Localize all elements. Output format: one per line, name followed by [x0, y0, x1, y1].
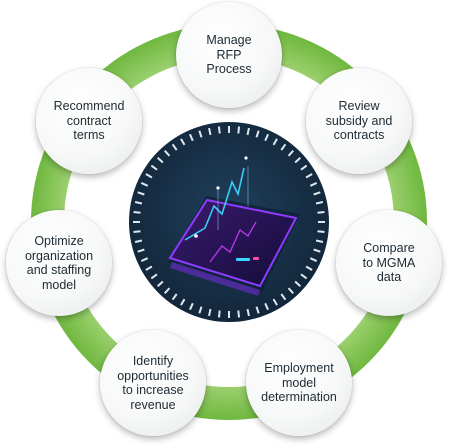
tick-mark [309, 182, 318, 187]
tick-mark [134, 239, 143, 243]
tick-mark [287, 287, 294, 295]
tick-mark [309, 257, 318, 262]
tick-mark [180, 298, 186, 306]
tick-mark [217, 310, 221, 318]
step-compare-mgma: Compare to MGMA data [336, 210, 442, 316]
tick-mark [156, 157, 164, 164]
tick-mark [237, 310, 241, 318]
step-review-subsidy: Review subsidy and contracts [306, 68, 412, 174]
step-manage-rfp-process: Manage RFP Process [176, 2, 282, 108]
tick-mark [145, 173, 153, 179]
glowing-tablet-chart-icon [168, 156, 300, 296]
tick-mark [164, 287, 171, 295]
tick-mark [317, 210, 325, 214]
tick-mark [300, 164, 308, 171]
tick-mark [145, 265, 153, 271]
tick-mark [315, 201, 324, 205]
tick-mark [287, 149, 294, 157]
tick-mark [217, 126, 221, 134]
tick-mark [208, 127, 212, 136]
tick-mark [171, 143, 178, 151]
tick-mark [264, 133, 269, 142]
tick-mark [140, 182, 149, 187]
tick-mark [150, 164, 158, 171]
step-label: Recommend contract terms [53, 99, 125, 143]
step-employment-model: Employment model determination [246, 330, 352, 436]
tick-mark [272, 298, 278, 306]
tick-mark [280, 143, 287, 151]
step-optimize-organization: Optimize organization and staffing model [6, 210, 112, 316]
tick-mark [305, 265, 313, 271]
tick-mark [180, 138, 186, 146]
tick-mark [156, 280, 164, 287]
tick-mark [133, 210, 141, 214]
tick-mark [280, 293, 287, 301]
tick-mark [300, 273, 308, 280]
tick-mark [208, 308, 212, 317]
tick-mark [133, 230, 141, 234]
step-label: Optimize organization and staffing model [24, 234, 94, 292]
tick-mark [315, 239, 324, 243]
tick-mark [171, 293, 178, 301]
tick-mark [246, 127, 250, 136]
tick-mark [313, 248, 321, 253]
tick-mark [137, 248, 145, 253]
step-label: Identify opportunities to increase reven… [117, 354, 189, 412]
tick-mark [317, 230, 325, 234]
step-label: Manage RFP Process [206, 33, 252, 77]
tick-mark [140, 257, 149, 262]
step-label: Review subsidy and contracts [325, 99, 393, 143]
tick-mark [237, 126, 241, 134]
step-label: Employment model determination [261, 361, 337, 405]
tick-mark [294, 157, 302, 164]
tick-mark [189, 133, 194, 142]
tick-mark [137, 191, 145, 196]
step-label: Compare to MGMA data [362, 241, 416, 285]
tick-mark [294, 280, 302, 287]
step-recommend-contract: Recommend contract terms [36, 68, 142, 174]
tick-mark [198, 130, 203, 138]
tick-mark [264, 302, 269, 311]
tick-mark [255, 306, 260, 314]
tick-mark [198, 306, 203, 314]
tick-mark [272, 138, 278, 146]
center-tick-marks [133, 126, 325, 318]
tick-mark [255, 130, 260, 138]
tick-mark [164, 149, 171, 157]
tick-mark [246, 308, 250, 317]
tick-mark [189, 302, 194, 311]
tick-mark [313, 191, 321, 196]
tick-mark [134, 201, 143, 205]
tick-mark [150, 273, 158, 280]
tick-mark [305, 173, 313, 179]
step-identify-opportunities: Identify opportunities to increase reven… [100, 330, 206, 436]
